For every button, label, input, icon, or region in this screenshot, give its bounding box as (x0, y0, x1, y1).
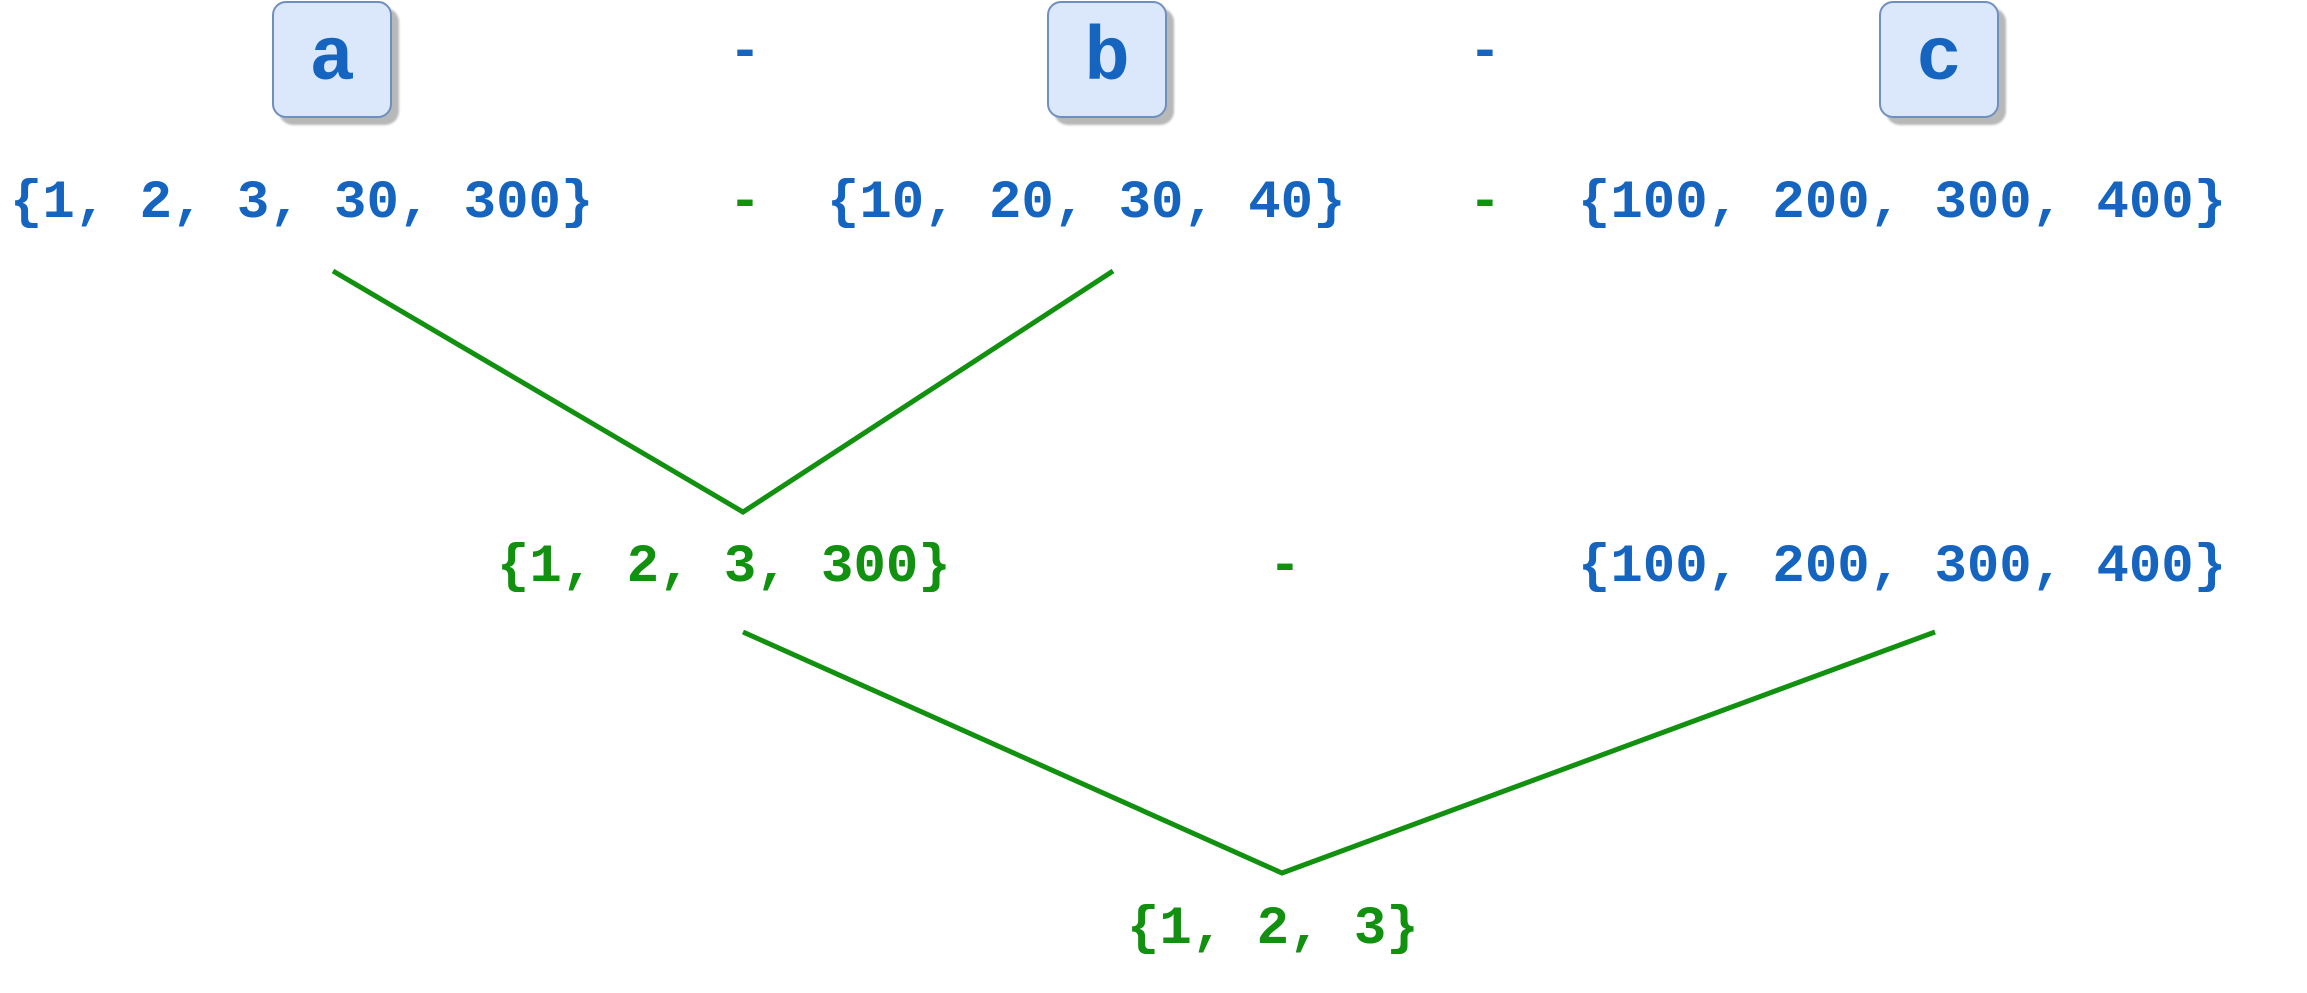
set-c-values-row2: {100, 200, 300, 400} (1578, 537, 2227, 598)
final-result: {1, 2, 3} (1127, 899, 1419, 960)
operator-minus-row2: - (1268, 537, 1302, 598)
variable-a-box: a (272, 1, 392, 118)
operator-minus-top-1: - (728, 23, 762, 84)
set-c-values: {100, 200, 300, 400} (1578, 173, 2227, 234)
intermediate-result-a-minus-b: {1, 2, 3, 300} (497, 537, 951, 598)
set-b-values: {10, 20, 30, 40} (827, 173, 1346, 234)
variable-b-box: b (1047, 1, 1167, 118)
connector-a-b-to-result (331, 268, 1115, 515)
connector-result-c-to-final (741, 629, 1936, 876)
operator-minus-row1-2: - (1468, 173, 1502, 234)
variable-c-box: c (1879, 1, 1999, 118)
set-a-values: {1, 2, 3, 30, 300} (10, 173, 594, 234)
operator-minus-row1-1: - (728, 173, 762, 234)
operator-minus-top-2: - (1468, 23, 1502, 84)
